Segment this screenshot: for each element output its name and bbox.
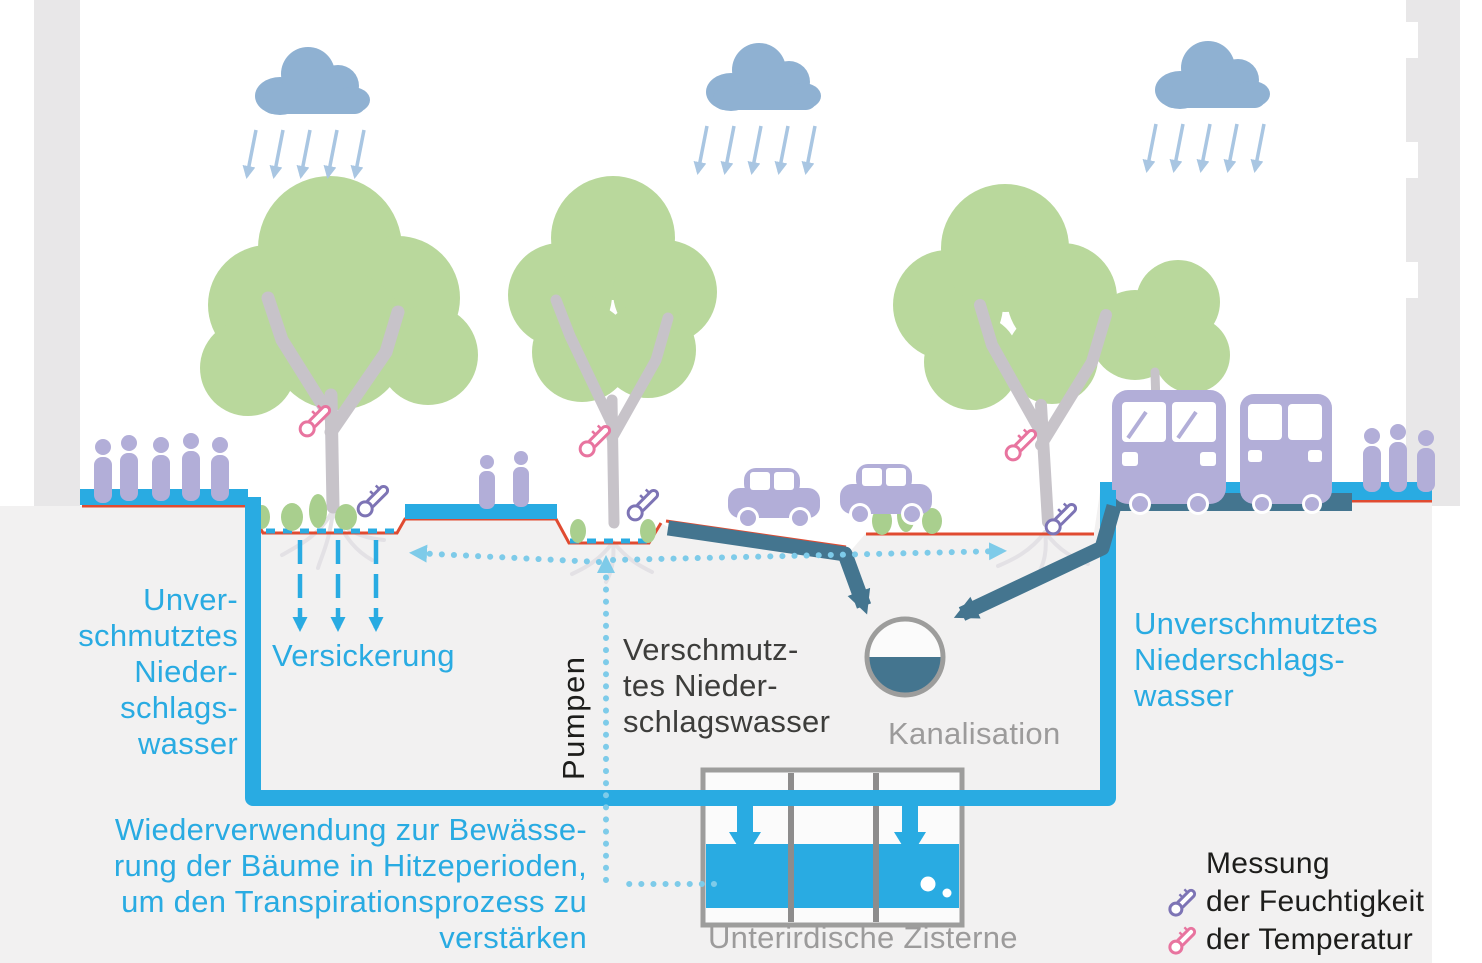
tree [893, 184, 1117, 528]
clean-water-pipe [245, 490, 1116, 834]
moisture-sensor-icon [1168, 888, 1197, 917]
inflow-arrow [894, 832, 926, 858]
inflow-arrow [729, 832, 761, 858]
label-pumps: Pumpen [556, 655, 591, 780]
legend: Messung der Feuchtigkeit der Temperatur [1160, 845, 1424, 959]
label-reuse: Wiederverwendung zur Bewässe- rung der B… [113, 812, 587, 955]
rain-arrows [1142, 123, 1266, 173]
car [840, 464, 932, 525]
ground [0, 492, 1432, 963]
moisture-sensor-icon [1044, 502, 1078, 536]
rain-cloud [1142, 41, 1270, 173]
bus [1112, 390, 1226, 515]
temperature-sensor-icon [298, 404, 332, 438]
sewer-manhole [864, 616, 946, 698]
tree-roots [280, 508, 1090, 584]
rain-arrows [242, 129, 366, 179]
label-cistern: Unterirdische Zisterne [708, 920, 1018, 955]
label-clean-rainwater-right: Unverschmutztes Niederschlags- wasser [1134, 606, 1378, 713]
moisture-sensor-icon [626, 488, 660, 522]
legend-title: Messung [1206, 847, 1330, 880]
rain-cloud [242, 47, 370, 179]
pump-flow-dotted-line [409, 542, 1007, 887]
infiltration-arrows [292, 540, 384, 632]
tree [508, 176, 717, 529]
building-right [1406, 0, 1460, 506]
label-infiltration: Versickerung [272, 638, 455, 673]
pedestrians [94, 424, 1435, 509]
legend-title-row: Messung [1160, 845, 1424, 883]
car [728, 468, 820, 529]
legend-item-label: der Feuchtigkeit [1206, 885, 1425, 918]
label-polluted-rainwater: Verschmutz- tes Nieder- schlagswasser [623, 632, 831, 739]
rain-arrows [693, 125, 817, 175]
moisture-sensor-icon [356, 484, 390, 518]
temperature-sensor-icon [578, 424, 612, 458]
tree [200, 176, 478, 514]
temperature-sensor-icon [1168, 926, 1197, 955]
legend-icon-spacer [1160, 845, 1206, 883]
legend-item-label: der Temperatur [1206, 923, 1414, 956]
rain-cloud [693, 43, 821, 175]
cistern-water [706, 844, 959, 908]
bus [1240, 394, 1332, 514]
legend-item: der Feuchtigkeit [1160, 883, 1424, 921]
label-clean-rainwater-left: Unver- schmutztes Nieder- schlags- wasse… [78, 582, 238, 761]
permeable-floor [266, 528, 648, 544]
legend-item: der Temperatur [1160, 921, 1424, 959]
label-sewer: Kanalisation [888, 716, 1061, 751]
temperature-sensor-icon [1004, 428, 1038, 462]
building-left [34, 0, 80, 506]
